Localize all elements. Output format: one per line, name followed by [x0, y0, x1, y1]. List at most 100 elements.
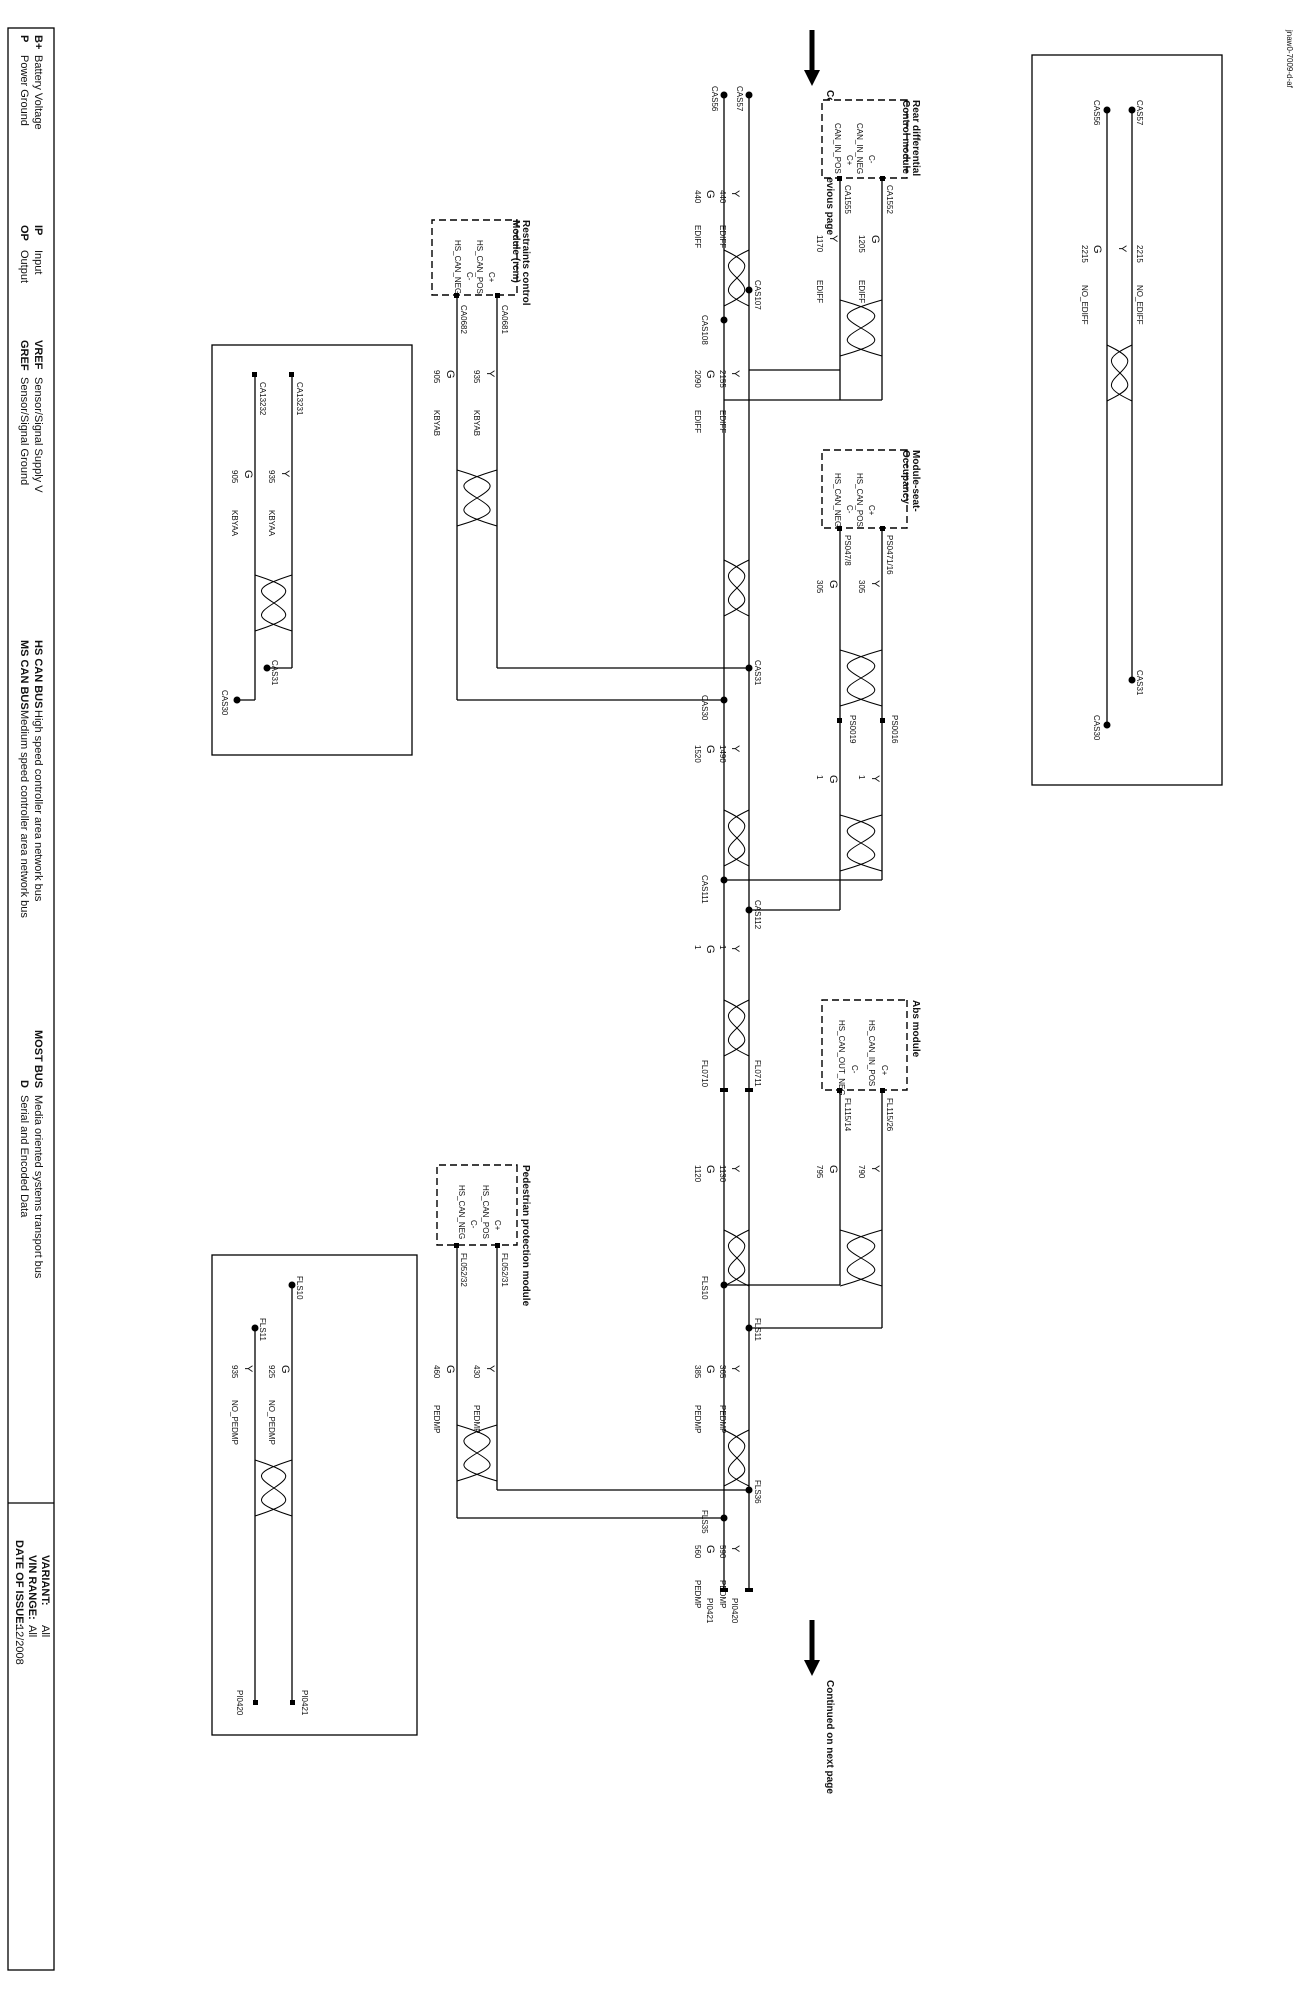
- circuit-1520: 1520: [693, 745, 702, 763]
- legend-mscan-abbr: MS CAN BUS: [18, 640, 30, 710]
- rd-net-g: EDIFF: [857, 280, 866, 303]
- splice-cas31: CAS31: [753, 660, 762, 686]
- net-pedmp-g2: PEDMP: [693, 1580, 702, 1608]
- abs-pin-hs-can-in-pos: HS_CAN_IN_POS: [867, 1020, 876, 1086]
- net-pedmp-y1: PEDMP: [718, 1405, 727, 1433]
- rcm-pin-cminus: C-: [465, 272, 474, 281]
- ped-net-y: PEDMP: [472, 1405, 481, 1433]
- splice-fls35: FLS35: [700, 1510, 709, 1534]
- issue-info: VARIANT: All VIN RANGE: All DATE OF ISSU…: [13, 1540, 51, 1665]
- b2-splice-cas31: CAS31: [270, 660, 279, 686]
- rd-net-y: EDIFF: [815, 280, 824, 303]
- b2-conn-ca13231: CA13231: [295, 382, 304, 416]
- abs-module: Abs module C+ HS_CAN_IN_POS C- HS_CAN_OU…: [724, 999, 921, 1329]
- no-ediff-variant-box: CAS56 CAS57 G Y 2215 2215 NO_EDIFF NO_ED…: [1031, 54, 1223, 786]
- legend-most-text: Media oriented systems transport bus: [32, 1095, 44, 1279]
- circuit-1-y: 1: [718, 945, 727, 950]
- circuit-1120: 1120: [693, 1165, 702, 1183]
- rd-pin-cminus: C-: [867, 155, 876, 164]
- so-color-y: Y: [869, 580, 881, 588]
- b3-color-y: Y: [242, 1365, 254, 1373]
- vin-range-label: VIN RANGE:: [26, 1555, 38, 1620]
- color-y-2: Y: [729, 370, 741, 378]
- so-pin-hs-can-pos: HS_CAN_POS: [855, 473, 864, 527]
- sheet-frame: [7, 27, 55, 1971]
- b3-splice-fls11: FLS11: [258, 1318, 267, 1342]
- conn-ps0471-16: PS0471/16: [885, 535, 894, 575]
- abs-color-y: Y: [869, 1165, 881, 1173]
- rcm-net-g: KBYAB: [432, 410, 441, 436]
- rcm-name-1: Restraints control: [520, 220, 531, 306]
- rcm-color-y: Y: [484, 370, 496, 378]
- doc-ref: jnaw0-7009-d-af: [1285, 29, 1294, 89]
- rcm-name-2: Module (rcm): [510, 220, 521, 283]
- b1-net-y: NO_EDIFF: [1135, 285, 1144, 325]
- b1-net-g: NO_EDIFF: [1080, 285, 1089, 325]
- rcm-pin-hs-can-neg: HS_CAN_NEG: [453, 240, 462, 294]
- b2-color-g: G: [242, 470, 254, 479]
- so-circuit-g: 305: [815, 580, 824, 594]
- legend-gref-abbr: GREF: [18, 340, 30, 371]
- conn-ca1555: CA1555: [843, 185, 852, 214]
- conn-pi0421: PI0421: [705, 1598, 714, 1624]
- circuit-1130: 1130: [718, 1165, 727, 1183]
- continued-next-marker: Continued on next page: [804, 1620, 835, 1794]
- rcm-circuit-905: 905: [432, 370, 441, 384]
- conn-fl115-14: FL115/14: [843, 1098, 852, 1132]
- legend-hscan-text: High speed controller area network bus: [32, 710, 44, 902]
- so-circuit-g2: 1: [815, 775, 824, 780]
- pedestrian-protection-module: Pedestrian protection module C+ HS_CAN_P…: [432, 1164, 749, 1519]
- legend-op-text: Output: [18, 250, 30, 283]
- ped-pin-cminus: C-: [469, 1220, 478, 1229]
- legend-d-text: Serial and Encoded Data: [18, 1095, 30, 1218]
- color-g-1: G: [704, 190, 716, 199]
- net-ediff-g1: EDIFF: [693, 225, 702, 248]
- rd-pin-can-in-neg: CAN_IN_NEG: [855, 123, 864, 174]
- legend-d-abbr: D: [18, 1080, 30, 1088]
- b1-circuit-g: 2215: [1080, 245, 1089, 263]
- ped-color-y: Y: [484, 1365, 496, 1373]
- ped-color-g: G: [444, 1365, 456, 1374]
- ped-pin-hs-can-pos: HS_CAN_POS: [481, 1185, 490, 1239]
- b1-splice-cas30: CAS30: [1092, 715, 1101, 741]
- color-y-5: Y: [729, 1165, 741, 1173]
- splice-cas111: CAS111: [700, 875, 709, 904]
- ped-net-g: PEDMP: [432, 1405, 441, 1433]
- rd-circuit-1205: 1205: [857, 235, 866, 253]
- rd-circuit-1170: 1170: [815, 235, 824, 253]
- splice-fls11: FLS11: [753, 1318, 762, 1342]
- legend-p-text: Power Ground: [18, 55, 30, 126]
- circuit-2155: 2155: [718, 370, 727, 388]
- circuit-385: 385: [693, 1365, 702, 1379]
- color-g-7: G: [704, 1545, 716, 1554]
- ped-circuit-460: 460: [432, 1365, 441, 1379]
- so-pin-cplus: C+: [867, 505, 876, 516]
- conn-cas57: CAS57: [735, 86, 744, 112]
- abs-circuit-790: 790: [857, 1165, 866, 1179]
- conn-fl052-32: FL052/32: [459, 1253, 468, 1287]
- splice-cas108: CAS108: [700, 315, 709, 345]
- legend: B+ Battery Voltage P Power Ground IP Inp…: [18, 35, 44, 1279]
- color-y-1: Y: [729, 190, 741, 198]
- color-g-3: G: [704, 745, 716, 754]
- legend-hscan-abbr: HS CAN BUS: [32, 640, 44, 708]
- ped-pin-cplus: C+: [493, 1220, 502, 1231]
- ped-circuit-430: 430: [472, 1365, 481, 1379]
- color-y-3: Y: [729, 745, 741, 753]
- abs-pin-cminus: C-: [850, 1065, 859, 1074]
- color-y-6: Y: [729, 1365, 741, 1373]
- net-pedmp-g1: PEDMP: [693, 1405, 702, 1433]
- conn-fl052-31: FL052/31: [500, 1253, 509, 1287]
- b2-net-y: KBYAA: [267, 510, 276, 537]
- legend-op-abbr: OP: [18, 225, 30, 241]
- circuit-440-g: 440: [693, 190, 702, 204]
- main-bus: CAS56 CAS57 G Y 440 440 EDIFF EDIFF CAS1…: [693, 86, 762, 1624]
- b2-color-y: Y: [279, 470, 291, 478]
- rd-color-g: G: [869, 235, 881, 244]
- legend-vref-abbr: VREF: [32, 340, 44, 370]
- b2-circuit-935: 935: [267, 470, 276, 484]
- circuit-2090: 2090: [693, 370, 702, 388]
- splice-cas112: CAS112: [753, 900, 762, 930]
- net-ediff-g2: EDIFF: [693, 410, 702, 433]
